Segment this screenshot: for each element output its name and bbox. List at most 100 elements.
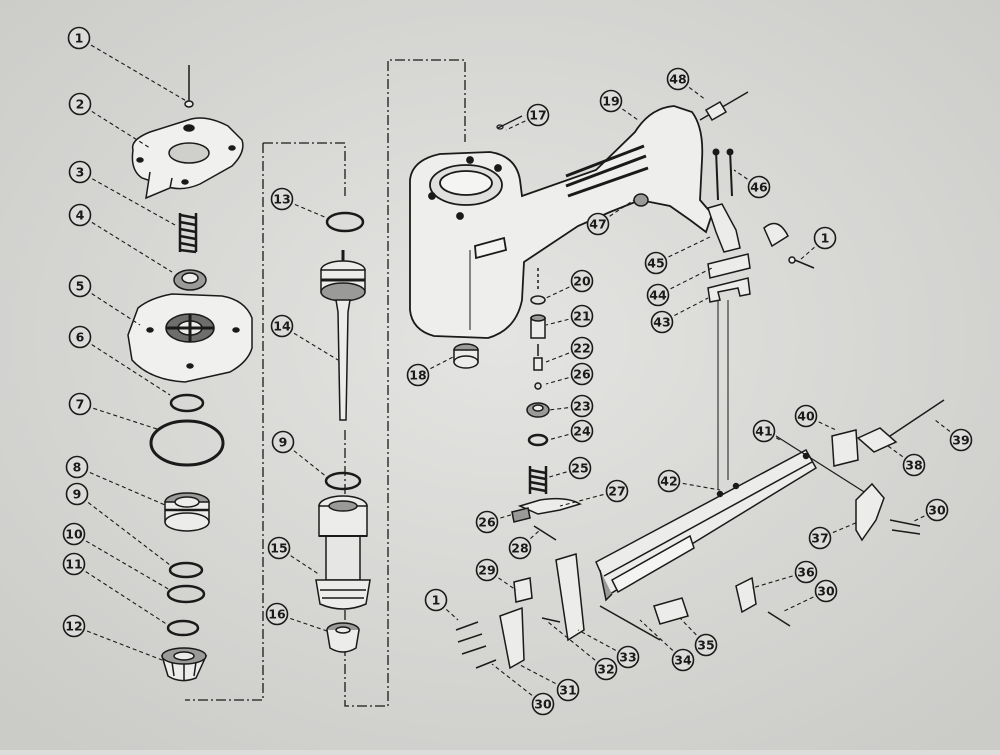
callout-number: 45 [647, 256, 664, 271]
part-16-seal [326, 622, 360, 653]
callout-circle [526, 103, 550, 127]
callout-c31: 31 [556, 678, 580, 702]
callout-number: 32 [597, 662, 614, 677]
callout-c30c: 30 [531, 692, 555, 716]
callout-c24: 24 [570, 419, 594, 443]
leader-line-c23 [548, 405, 583, 411]
part-1-screw [184, 65, 194, 108]
callout-number: 43 [653, 315, 670, 330]
leader-line-c28 [519, 529, 541, 549]
callout-circle [424, 588, 448, 612]
callout-number: 1 [75, 31, 84, 46]
callout-c33: 33 [616, 645, 640, 669]
callout-number: 27 [608, 484, 625, 499]
callout-number: 1 [432, 593, 441, 608]
callout-circle [813, 226, 837, 250]
part-1-pin-right [788, 256, 815, 269]
callout-circle [270, 187, 294, 211]
callout-c1b: 1 [813, 226, 837, 250]
part-29-latch [513, 577, 533, 603]
callout-circle [556, 678, 580, 702]
callout-number: 35 [697, 638, 714, 653]
callout-c12: 12 [62, 614, 86, 638]
part-5-valve-plate [127, 293, 253, 383]
callout-number: 46 [750, 180, 768, 195]
callout-c3: 3 [68, 160, 92, 184]
callout-circle [406, 363, 430, 387]
leader-line-c1c [435, 599, 459, 621]
callout-circle [475, 558, 499, 582]
callout-circle [68, 203, 92, 227]
callout-circle [62, 522, 86, 546]
part-40-plate [831, 429, 859, 467]
leader-line-c12 [73, 625, 163, 661]
callout-c47: 47 [586, 212, 610, 236]
callout-circle [265, 602, 289, 626]
part-19-tool-body [409, 105, 714, 339]
part-10-o-ring [166, 584, 206, 604]
callout-c37: 37 [808, 526, 832, 550]
callout-c28: 28 [508, 536, 532, 560]
callout-number: 22 [573, 341, 590, 356]
part-11-o-ring [166, 619, 200, 637]
callout-circle [531, 692, 555, 716]
callout-c46: 46 [747, 175, 771, 199]
leader-line-c38 [887, 445, 915, 466]
callout-number: 30 [928, 503, 946, 518]
part-45-bracket [707, 203, 789, 253]
callout-circle [570, 394, 594, 418]
callout-c30b: 30 [814, 579, 838, 603]
callout-circle [570, 362, 594, 386]
callout-c29: 29 [475, 558, 499, 582]
leader-line-c29 [486, 569, 517, 591]
callout-number: 3 [76, 165, 85, 180]
callout-number: 15 [270, 541, 287, 556]
callout-c26b: 26 [475, 510, 499, 534]
leader-line-c6 [79, 336, 171, 396]
callout-number: 14 [273, 319, 291, 334]
callout-c2: 2 [68, 92, 92, 116]
callout-number: 36 [797, 565, 815, 580]
callout-c7: 7 [68, 392, 92, 416]
callout-circle [586, 212, 610, 236]
part-14-piston-driver [320, 250, 366, 421]
part-39-rod [889, 399, 945, 437]
callout-circle [794, 560, 818, 584]
callout-c27: 27 [605, 479, 629, 503]
callout-circle [508, 536, 532, 560]
part-3-spring [178, 213, 198, 254]
part-15-cylinder [315, 495, 371, 610]
callout-circle [568, 456, 592, 480]
callout-c19: 19 [599, 89, 623, 113]
part-12-bumper [160, 647, 208, 682]
part-4-washer [173, 269, 207, 291]
callout-c39: 39 [949, 428, 973, 452]
part-33-34-nose [555, 553, 661, 642]
callout-circle [475, 510, 499, 534]
callout-circle [902, 453, 926, 477]
callout-c40: 40 [794, 404, 818, 428]
leader-line-c35 [679, 617, 707, 646]
leader-line-c1b [799, 237, 826, 261]
leader-line-c17 [505, 114, 539, 131]
leader-line-c30a [911, 509, 938, 523]
leader-line-c8 [76, 466, 166, 506]
callout-c25: 25 [568, 456, 592, 480]
callout-c18: 18 [406, 363, 430, 387]
callout-circle [570, 269, 594, 293]
callout-number: 12 [65, 619, 82, 634]
callout-circle [271, 430, 295, 454]
part-7-large-o-ring [149, 419, 225, 467]
callout-circle [67, 26, 91, 50]
part-38-block [856, 427, 898, 453]
callout-circle [925, 498, 949, 522]
callout-number: 47 [589, 217, 606, 232]
callout-c23: 23 [570, 394, 594, 418]
callout-c6: 6 [68, 325, 92, 349]
callout-c8: 8 [65, 455, 89, 479]
callout-number: 34 [674, 653, 692, 668]
callout-number: 38 [905, 458, 922, 473]
leader-line-c5 [79, 285, 141, 326]
part-8-piston-head [164, 492, 210, 532]
